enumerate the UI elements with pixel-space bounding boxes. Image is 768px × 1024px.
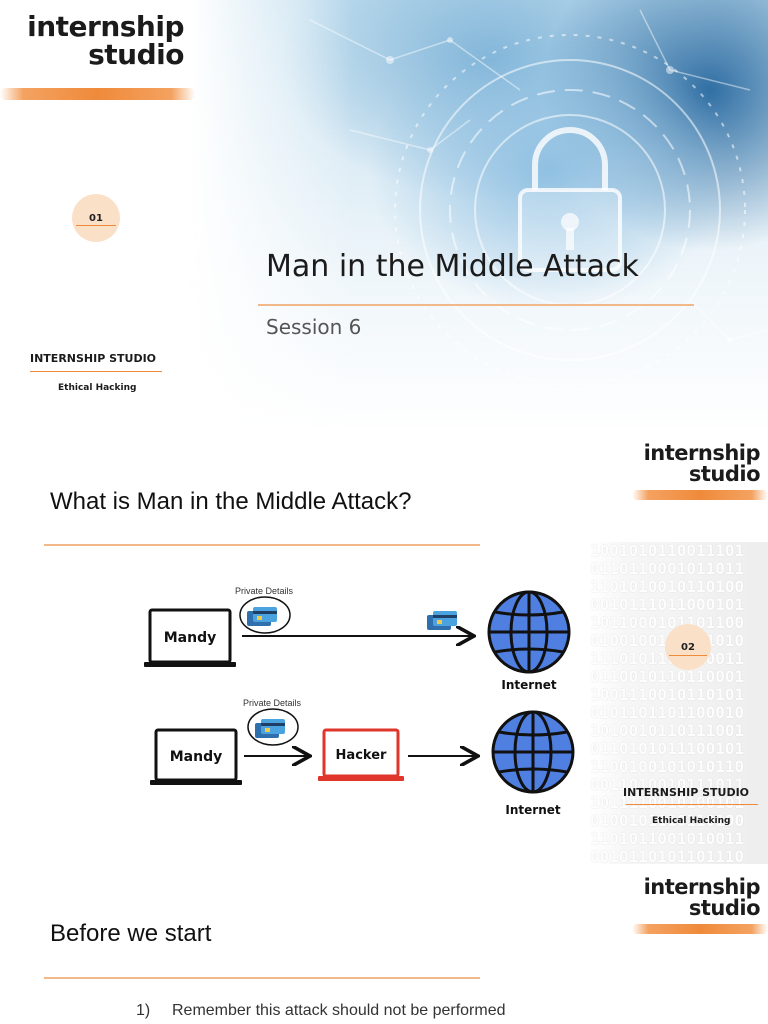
globe-icon [491, 710, 575, 794]
intro-slide: internship studio Before we start 1) Reme… [0, 864, 768, 1024]
logo-text-line2: studio [88, 38, 184, 71]
slide-number-badge: 01 [72, 194, 120, 242]
session-label: Session 6 [266, 315, 362, 339]
logo-text-line2: studio [688, 462, 761, 486]
private-details-label: Private Details [243, 698, 302, 708]
brush-stroke [632, 490, 768, 500]
course-name: Ethical Hacking [652, 816, 731, 826]
cyber-security-background [190, 0, 768, 432]
credit-card-icon [427, 611, 457, 630]
slide-number-badge: 02 [665, 624, 711, 670]
title-slide: internship studio 01 Man in the Middle A… [0, 0, 768, 432]
logo-text-line1: internship [643, 875, 761, 899]
org-divider [626, 804, 758, 805]
logo-text-line1: internship [643, 441, 761, 465]
credit-card-icon [255, 719, 285, 738]
org-name: INTERNSHIP STUDIO [623, 786, 750, 799]
credit-card-icon [247, 607, 277, 626]
definition-slide: 1001010110011101 0110110001011011 110101… [0, 432, 768, 864]
list-item-number: 1) [136, 1002, 151, 1019]
title-divider [44, 977, 480, 979]
brush-stroke [0, 88, 195, 100]
internet-label: Internet [501, 678, 556, 692]
laptop-icon [150, 728, 242, 785]
brand-logo: internship studio [14, 10, 184, 71]
laptop-icon [144, 608, 236, 667]
hacker-label: Hacker [336, 748, 387, 763]
org-name: INTERNSHIP STUDIO [30, 352, 157, 365]
brush-stroke [632, 924, 768, 934]
highlight-circle [247, 708, 299, 746]
hacker-laptop-icon [318, 728, 404, 781]
brand-logo: internship studio [600, 441, 761, 486]
user-label: Mandy [170, 749, 223, 765]
user-label: Mandy [164, 630, 217, 646]
logo-text-line2: studio [688, 896, 761, 920]
org-divider [30, 371, 162, 372]
private-details-label: Private Details [235, 586, 294, 596]
logo-text-line1: internship [27, 10, 184, 43]
padlock-icon [309, 9, 768, 386]
list-item: 1) Remember this attack should not be per… [136, 1002, 506, 1020]
slide-title: What is Man in the Middle Attack? [50, 488, 412, 515]
course-name: Ethical Hacking [58, 383, 137, 393]
slide-title: Before we start [50, 920, 212, 947]
internet-label: Internet [505, 803, 560, 817]
title-divider [258, 304, 694, 306]
list-item-text: Remember this attack should not be perfo… [172, 1002, 506, 1019]
slide-title: Man in the Middle Attack [266, 249, 639, 284]
highlight-circle [239, 596, 291, 634]
globe-icon [487, 590, 571, 674]
title-divider [44, 544, 480, 546]
brand-logo: internship studio [600, 875, 761, 920]
mitm-diagram: Private Details Mandy Internet Private D… [130, 572, 600, 822]
